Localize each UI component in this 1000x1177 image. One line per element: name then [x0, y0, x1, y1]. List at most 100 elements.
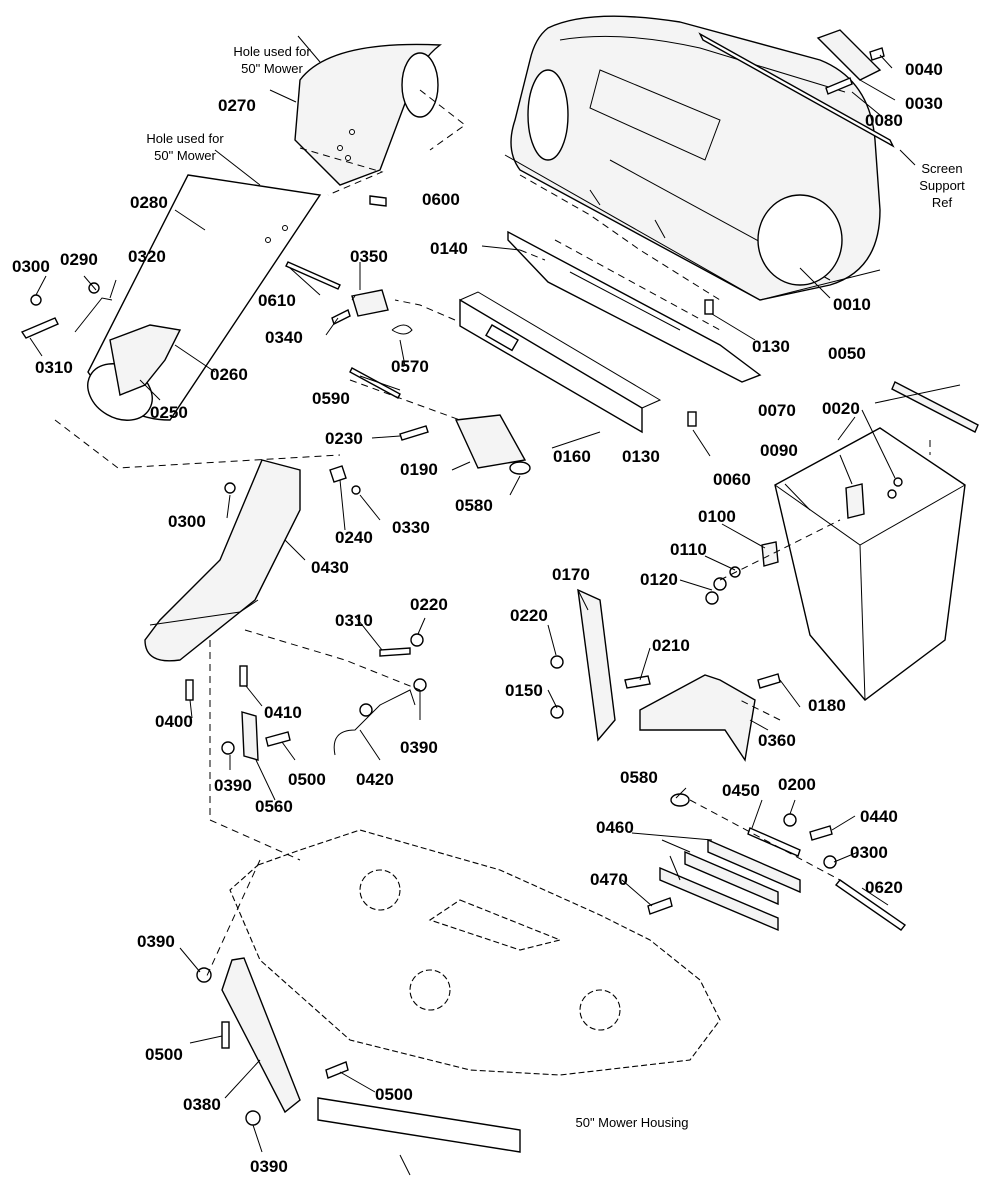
label-0620[interactable]: 0620 [865, 878, 903, 897]
label-0140[interactable]: 0140 [430, 239, 468, 258]
label-0270[interactable]: 0270 [218, 96, 256, 115]
part-0200-washer[interactable] [783, 813, 797, 827]
label-0300-mid[interactable]: 0300 [168, 512, 206, 531]
label-0090[interactable]: 0090 [760, 441, 798, 460]
label-0310-mid[interactable]: 0310 [335, 611, 373, 630]
label-0040[interactable]: 0040 [905, 60, 943, 79]
label-0300-left[interactable]: 0300 [12, 257, 50, 276]
label-0180[interactable]: 0180 [808, 696, 846, 715]
part-0330-bolt[interactable] [351, 485, 361, 495]
part-0560-bracket[interactable] [241, 711, 259, 761]
part-0580-clip-lower[interactable] [670, 793, 690, 807]
part-0140-plate[interactable] [507, 230, 762, 383]
label-0320[interactable]: 0320 [128, 247, 166, 266]
part-0130-bolt-upper[interactable] [704, 299, 714, 315]
part-0500-bolt-center[interactable] [325, 1061, 349, 1079]
label-0160[interactable]: 0160 [553, 447, 591, 466]
part-0430-chute-mount[interactable] [144, 459, 301, 662]
part-0620-rod[interactable] [834, 879, 907, 931]
label-0500-center[interactable]: 0500 [375, 1085, 413, 1104]
label-0080[interactable]: 0080 [865, 111, 903, 130]
part-0020-screws[interactable] [887, 477, 903, 499]
part-0380-side-guard[interactable] [221, 957, 301, 1114]
part-0570-clip[interactable] [391, 324, 413, 335]
part-0320-spring[interactable] [74, 297, 113, 333]
label-0600[interactable]: 0600 [422, 190, 460, 209]
label-0590[interactable]: 0590 [312, 389, 350, 408]
label-0390-lower-top[interactable]: 0390 [137, 932, 175, 951]
part-0450-bracket[interactable] [747, 827, 801, 857]
part-0350-hinge[interactable] [351, 289, 389, 317]
label-0050[interactable]: 0050 [828, 344, 866, 363]
part-0180-bolt[interactable] [757, 673, 781, 689]
label-0220-mid[interactable]: 0220 [410, 595, 448, 614]
label-0130-upper[interactable]: 0130 [752, 337, 790, 356]
label-0470[interactable]: 0470 [590, 870, 628, 889]
label-0170[interactable]: 0170 [552, 565, 590, 584]
part-0300-nut[interactable] [30, 294, 42, 306]
part-0100-bracket[interactable] [761, 541, 779, 567]
label-0150[interactable]: 0150 [505, 681, 543, 700]
part-0220-washer[interactable] [550, 655, 564, 669]
part-0010-bagger-hood[interactable] [504, 15, 881, 301]
label-0390-right[interactable]: 0390 [400, 738, 438, 757]
part-0300-nut-mid[interactable] [224, 482, 236, 494]
label-0440[interactable]: 0440 [860, 807, 898, 826]
label-0060[interactable]: 0060 [713, 470, 751, 489]
label-0020[interactable]: 0020 [822, 399, 860, 418]
label-0400[interactable]: 0400 [155, 712, 193, 731]
part-0600-screw[interactable] [369, 195, 387, 207]
part-0220-nut-mid[interactable] [410, 633, 424, 647]
part-0390-nuts-right[interactable] [359, 678, 427, 717]
part-0390-nut-mid[interactable] [221, 741, 235, 755]
label-0200[interactable]: 0200 [778, 775, 816, 794]
part-0120-nuts[interactable] [705, 577, 727, 605]
label-0410[interactable]: 0410 [264, 703, 302, 722]
label-0460[interactable]: 0460 [596, 818, 634, 837]
part-0210-bolt[interactable] [624, 675, 651, 689]
label-0300-right[interactable]: 0300 [850, 843, 888, 862]
part-0050-rod[interactable] [891, 381, 979, 433]
label-0580-lower[interactable]: 0580 [620, 768, 658, 787]
part-0440-bolt[interactable] [809, 825, 833, 841]
label-0030[interactable]: 0030 [905, 94, 943, 113]
label-0290[interactable]: 0290 [60, 250, 98, 269]
part-0590-rod[interactable] [349, 367, 401, 399]
label-0500-mid[interactable]: 0500 [288, 770, 326, 789]
label-0220-left[interactable]: 0220 [510, 606, 548, 625]
label-0390-mid[interactable]: 0390 [214, 776, 252, 795]
label-0390-bottom[interactable]: 0390 [250, 1157, 288, 1176]
part-0040-screw[interactable] [869, 47, 885, 61]
label-0570[interactable]: 0570 [391, 357, 429, 376]
part-0080-screw[interactable] [825, 77, 853, 95]
part-0420-rod[interactable] [333, 689, 416, 756]
label-0280[interactable]: 0280 [130, 193, 168, 212]
label-0250[interactable]: 0250 [150, 403, 188, 422]
label-0190[interactable]: 0190 [400, 460, 438, 479]
part-0500-bolt-left[interactable] [221, 1021, 230, 1049]
label-0330[interactable]: 0330 [392, 518, 430, 537]
label-0500-left[interactable]: 0500 [145, 1045, 183, 1064]
part-0130-bolt-lower[interactable] [687, 411, 697, 427]
part-0500-bolt-mid[interactable] [265, 731, 291, 747]
label-0360[interactable]: 0360 [758, 731, 796, 750]
label-0120[interactable]: 0120 [640, 570, 678, 589]
label-0230[interactable]: 0230 [325, 429, 363, 448]
part-0470-bolt[interactable] [647, 897, 673, 915]
part-0070-grass-bag[interactable] [774, 427, 966, 701]
part-0300-nut-right[interactable] [823, 855, 837, 869]
label-0430[interactable]: 0430 [311, 558, 349, 577]
part-0250-chute-liner[interactable] [109, 324, 182, 396]
part-0310-latch-mid[interactable] [379, 647, 411, 657]
part-0230-bolt[interactable] [399, 425, 429, 441]
label-0070[interactable]: 0070 [758, 401, 796, 420]
part-0030-bracket[interactable] [816, 29, 882, 81]
label-0610[interactable]: 0610 [258, 291, 296, 310]
label-0310-left[interactable]: 0310 [35, 358, 73, 377]
label-0450[interactable]: 0450 [722, 781, 760, 800]
part-0580-clip-upper[interactable] [509, 461, 531, 475]
label-0110[interactable]: 0110 [670, 540, 707, 559]
label-0100[interactable]: 0100 [698, 507, 736, 526]
label-0260[interactable]: 0260 [210, 365, 248, 384]
part-0460-weights[interactable] [659, 838, 801, 932]
